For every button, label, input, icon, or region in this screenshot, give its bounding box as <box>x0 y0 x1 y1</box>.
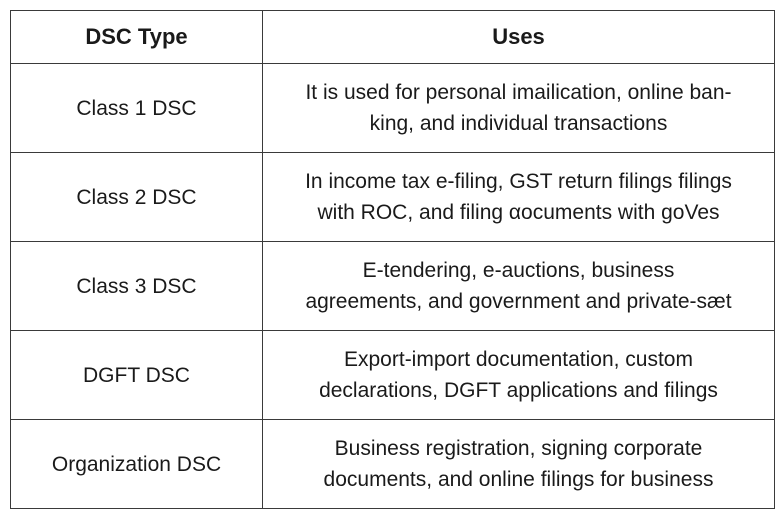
table-header-row: DSC Type Uses <box>10 10 775 64</box>
table-row: Class 2 DSC In income tax e-filing, GST … <box>10 152 775 242</box>
uses-line: In income tax e-filing, GST return filin… <box>305 170 732 193</box>
uses-line: documents, and online filings for busine… <box>323 468 714 491</box>
table-row: Organization DSC Business registration, … <box>10 419 775 509</box>
uses-line: agreements, and government and private-s… <box>305 290 732 313</box>
uses-cell: It is used for personal imailication, on… <box>262 63 775 153</box>
uses-cell: Business registration, signing corporate… <box>262 419 775 509</box>
uses-line: declarations, DGFT applications and fili… <box>319 379 718 402</box>
uses-cell: Export-import documentation, custom decl… <box>262 330 775 420</box>
header-dsc-type: DSC Type <box>10 10 263 64</box>
uses-line: Export-import documentation, custom <box>344 348 693 371</box>
table-row: Class 1 DSC It is used for personal imai… <box>10 63 775 153</box>
uses-line: E-tendering, e-auctions, business <box>362 259 675 282</box>
uses-cell: E-tendering, e-auctions, business agreem… <box>262 241 775 331</box>
dsc-type-cell: Class 2 DSC <box>10 152 263 242</box>
dsc-type-cell: Organization DSC <box>10 419 263 509</box>
uses-line: Business registration, signing corporate <box>334 437 703 460</box>
uses-cell: In income tax e-filing, GST return filin… <box>262 152 775 242</box>
table-row: DGFT DSC Export-import documentation, cu… <box>10 330 775 420</box>
dsc-types-table: DSC Type Uses Class 1 DSC It is used for… <box>10 10 775 509</box>
uses-line: It is used for personal imailication, on… <box>305 81 732 104</box>
dsc-type-cell: DGFT DSC <box>10 330 263 420</box>
header-uses: Uses <box>262 10 775 64</box>
table-row: Class 3 DSC E-tendering, e-auctions, bus… <box>10 241 775 331</box>
dsc-type-cell: Class 3 DSC <box>10 241 263 331</box>
uses-line: king, and individual transactions <box>369 112 668 135</box>
uses-line: with ROC, and filing αocuments with goVe… <box>317 201 720 224</box>
dsc-type-cell: Class 1 DSC <box>10 63 263 153</box>
